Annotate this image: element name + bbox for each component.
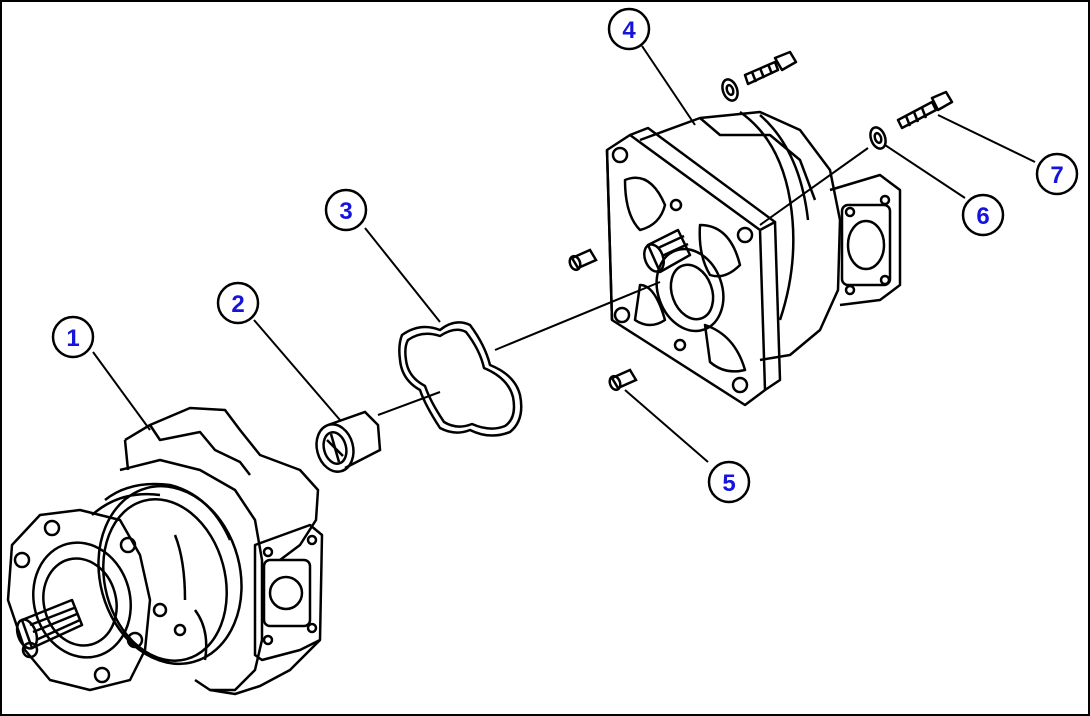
part-7-bolts xyxy=(743,50,954,130)
callout-2: 2 xyxy=(216,281,260,325)
part-1-pump-body xyxy=(6,406,324,696)
callout-5-label: 5 xyxy=(722,470,735,497)
callout-7: 7 xyxy=(1035,152,1079,196)
part-2-bushing xyxy=(315,410,382,473)
callout-4: 4 xyxy=(607,7,651,51)
callout-1: 1 xyxy=(51,315,95,359)
part-4-pump-section xyxy=(605,110,902,407)
callout-1-label: 1 xyxy=(66,325,79,352)
callout-3: 3 xyxy=(324,188,368,232)
part-3-gasket xyxy=(398,321,523,437)
callout-7-label: 7 xyxy=(1050,162,1063,189)
part-5-dowel-pins xyxy=(568,248,638,392)
callout-6-label: 6 xyxy=(976,203,989,230)
callout-4-label: 4 xyxy=(622,17,636,44)
callout-6: 6 xyxy=(961,193,1005,237)
callout-3-label: 3 xyxy=(339,198,352,225)
callout-5: 5 xyxy=(707,460,751,504)
assembly-centerline xyxy=(377,147,869,416)
callout-2-label: 2 xyxy=(231,291,244,318)
part-6-washers xyxy=(721,78,887,150)
leader-lines xyxy=(92,45,1036,463)
